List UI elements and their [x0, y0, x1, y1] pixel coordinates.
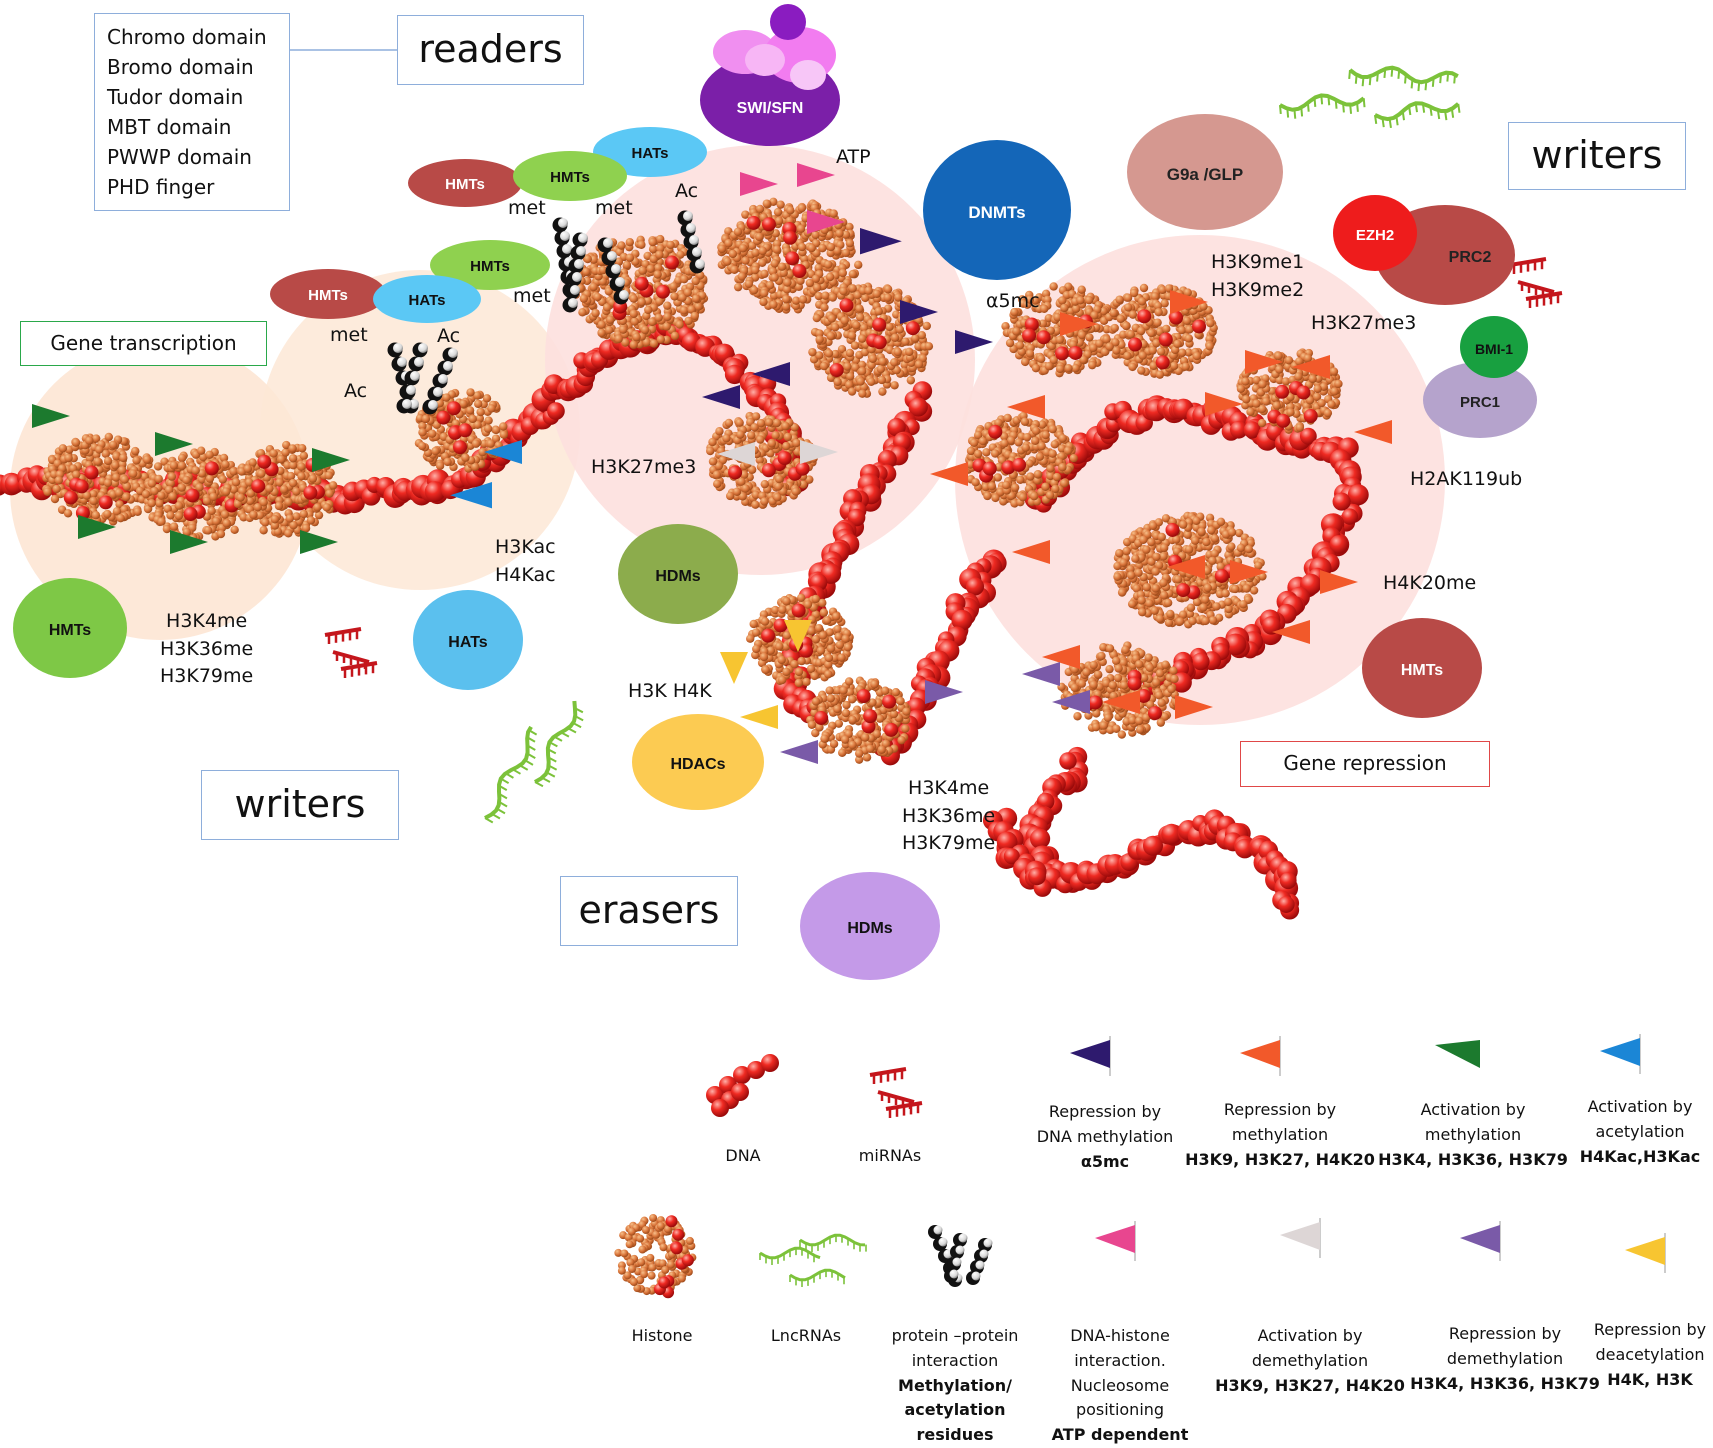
met-label-4: met	[330, 322, 368, 350]
writers-heading-box-left: writers	[201, 770, 399, 840]
h4k20me-label: H4K20me	[1383, 570, 1476, 598]
ac-label-mid: Ac	[437, 323, 460, 351]
readers-heading-box: readers	[397, 15, 584, 85]
writers-heading-left: writers	[202, 771, 398, 837]
hmts-enzyme-top-left: HMTs	[408, 159, 522, 207]
ac-label-left: Ac	[344, 378, 367, 406]
a5mc-label: α5mc	[986, 288, 1040, 316]
swi-sfn-label: SWI/SFN	[737, 100, 804, 117]
met-label-1: met	[508, 195, 546, 223]
gene-repression-label: Gene repression	[1241, 742, 1489, 785]
swi-sfn-complex: SWI/SFN	[700, 4, 840, 146]
h3k-label-center: H3K4me H3K36me H3K79me	[902, 775, 995, 858]
h3k-activation-label-left: H3K4me H3K36me H3K79me	[160, 608, 253, 691]
erasers-heading-box: erasers	[560, 876, 738, 946]
erasers-heading: erasers	[561, 877, 737, 943]
writers-heading-right: writers	[1509, 123, 1685, 187]
h3k27me3-label-center: H3K27me3	[591, 454, 696, 482]
legend-dna: DNA	[700, 1144, 786, 1169]
reader-domain-1: Chromo domain	[107, 22, 289, 52]
met-label-2: met	[595, 195, 633, 223]
reader-domain-5: PWWP domain	[107, 142, 289, 172]
hmts-enzyme-right: HMTs	[1362, 618, 1482, 718]
reader-domain-3: Tudor domain	[107, 82, 289, 112]
hdacs-enzyme: HDACs	[632, 714, 764, 810]
hdms-enzyme-center: HDMs	[618, 524, 738, 624]
h3k-h4k-label: H3K H4K	[628, 678, 712, 706]
dnmts-enzyme: DNMTs	[923, 140, 1071, 280]
hats-enzyme-left: HATs	[373, 275, 481, 323]
h3kac-h4kac-label: H3Kac H4Kac	[495, 534, 556, 589]
hdms-enzyme-bottom: HDMs	[800, 872, 940, 980]
readers-heading: readers	[398, 16, 583, 82]
prc2-complex: PRC2 EZH2	[1333, 195, 1515, 305]
g9a-glp-enzyme: G9a /GLP	[1127, 114, 1283, 230]
gene-transcription-label: Gene transcription	[21, 322, 266, 364]
gene-transcription-box: Gene transcription	[20, 321, 267, 366]
reader-domain-2: Bromo domain	[107, 52, 289, 82]
reader-domain-6: PHD finger	[107, 172, 289, 202]
hats-enzyme-bottom: HATs	[413, 590, 523, 690]
legend-dna-histone-interaction: DNA-histone interaction. Nucleosome posi…	[1040, 1324, 1200, 1448]
h3k27me3-label-right: H3K27me3	[1311, 310, 1416, 338]
atp-label: ATP	[836, 144, 871, 172]
prc1-complex: PRC1 BMI-1	[1423, 316, 1537, 438]
writers-heading-box-right: writers	[1508, 122, 1686, 190]
reader-domains-box: Chromo domain Bromo domain Tudor domain …	[94, 13, 290, 211]
legend-mirnas: miRNAs	[840, 1144, 940, 1169]
reader-domain-4: MBT domain	[107, 112, 289, 142]
hmts-enzyme-left: HMTs	[270, 269, 386, 319]
met-label-3: met	[513, 283, 551, 311]
hmts-enzyme-bottom-left: HMTs	[13, 578, 127, 678]
h2ak119ub-label: H2AK119ub	[1410, 466, 1522, 494]
legend-histone: Histone	[620, 1324, 704, 1349]
legend-lncrnas: LncRNAs	[758, 1324, 854, 1349]
gene-repression-box: Gene repression	[1240, 741, 1490, 787]
ac-label-top: Ac	[675, 178, 698, 206]
h3k9me-label: H3K9me1 H3K9me2	[1211, 249, 1304, 304]
hmts-enzyme-top-mid: HMTs	[513, 151, 627, 201]
